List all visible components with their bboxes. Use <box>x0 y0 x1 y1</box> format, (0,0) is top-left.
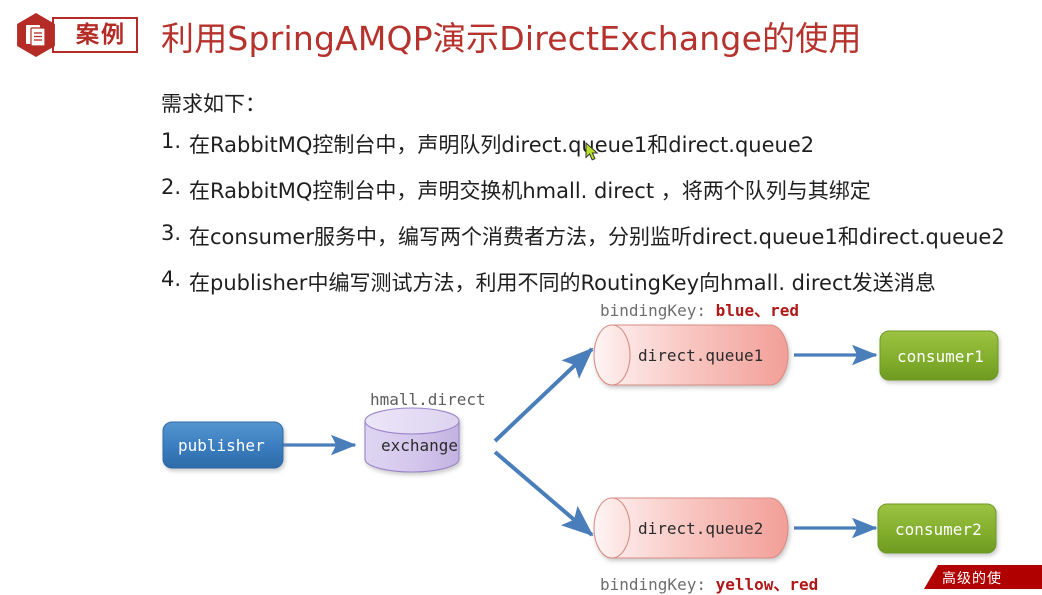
list-item: 2. 在RabbitMQ控制台中，声明交换机hmall. direct ，将两个… <box>161 175 1005 205</box>
binding-key-queue1: bindingKey: blue、red <box>600 297 799 321</box>
binding-key-queue2: bindingKey: yellow、red <box>600 571 818 595</box>
binding-key-values: blue、red <box>715 301 800 320</box>
case-badge: 案例 <box>14 13 138 57</box>
binding-key-prefix: bindingKey: <box>600 301 716 320</box>
document-icon <box>26 25 46 47</box>
footer-ribbon: 高级的使 <box>924 565 1042 589</box>
diagram-canvas <box>162 324 999 559</box>
list-item-text: 在RabbitMQ控制台中，声明交换机hmall. direct ，将两个队列与… <box>189 179 871 203</box>
node-publisher[interactable] <box>162 421 284 469</box>
page-title: 利用SpringAMQP演示DirectExchange的使用 <box>161 19 862 58</box>
node-queue1[interactable] <box>593 324 789 386</box>
footer-ribbon-label: 高级的使 <box>942 571 1002 587</box>
node-consumer2[interactable] <box>877 503 997 554</box>
badge-label: 案例 <box>76 21 126 48</box>
arrow-exchange-queue1 <box>493 347 594 443</box>
binding-key-prefix: bindingKey: <box>600 575 716 594</box>
list-item-text: 在publisher中编写测试方法，利用不同的RoutingKey向hmall.… <box>189 271 936 295</box>
list-item-number: 2. <box>161 175 182 199</box>
list-item-text: 在consumer服务中，编写两个消费者方法，分别监听direct.queue1… <box>189 225 1005 249</box>
arrow-exchange-queue2 <box>493 450 594 537</box>
list-item-text: 在RabbitMQ控制台中，声明队列direct.queue1和direct.q… <box>189 133 815 157</box>
node-consumer1[interactable] <box>879 330 999 381</box>
list-item-number: 1. <box>161 129 182 153</box>
badge-box: 案例 <box>52 17 138 53</box>
hexagon-shape <box>14 13 58 57</box>
intro-text: 需求如下： <box>161 92 266 116</box>
exchange-caption: hmall.direct <box>370 390 486 409</box>
requirements-list: 1. 在RabbitMQ控制台中，声明队列direct.queue1和direc… <box>161 129 1005 313</box>
list-item: 4. 在publisher中编写测试方法，利用不同的RoutingKey向hma… <box>161 267 1005 297</box>
node-exchange[interactable] <box>364 407 460 473</box>
list-item: 1. 在RabbitMQ控制台中，声明队列direct.queue1和direc… <box>161 129 1005 159</box>
node-queue2[interactable] <box>593 497 789 559</box>
architecture-diagram: publisher exchange direct.queue1 direct.… <box>0 286 1042 594</box>
list-item-number: 3. <box>161 221 182 245</box>
list-item-number: 4. <box>161 267 182 291</box>
binding-key-values: yellow、red <box>715 575 819 594</box>
list-item: 3. 在consumer服务中，编写两个消费者方法，分别监听direct.que… <box>161 221 1005 251</box>
